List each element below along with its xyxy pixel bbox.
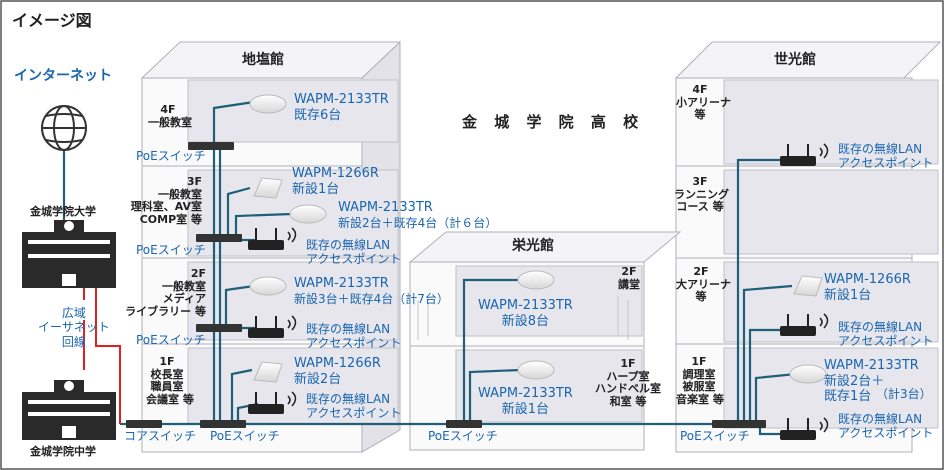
campus-title: 金 城 学 院 高 校 (462, 113, 645, 131)
eikou-name: 栄光館 (512, 238, 554, 254)
globe-icon (41, 105, 87, 151)
lan-cables (62, 100, 797, 436)
poe-switch-label-4f: PoEスイッチ (136, 149, 206, 163)
poe-switch-label-eikou: PoEスイッチ (428, 429, 498, 443)
poe-switch-label-1f: PoEスイッチ (210, 429, 280, 443)
wan-line (83, 286, 121, 424)
poe-switch-label-2f: PoEスイッチ (136, 333, 206, 347)
wan-label: 広域イーサネット回線 (38, 306, 110, 349)
core-switch-label: コアスイッチ (124, 429, 197, 443)
ceiling-aps (249, 94, 827, 384)
junior-label: 金城学院中学 (30, 445, 96, 458)
seikou-name: 世光館 (774, 52, 816, 68)
university-label: 金城学院大学 (30, 205, 96, 218)
switch-devices (126, 142, 766, 428)
internet-label: インターネット (14, 68, 112, 84)
chiengan-building (140, 40, 402, 453)
diagram-title: イメージ図 (12, 11, 92, 30)
seikou-building (674, 41, 942, 453)
eikou-building (408, 231, 682, 451)
s1-ap-total: （計3台） (876, 387, 932, 401)
existing-aps (248, 144, 816, 440)
chiengan-name: 地塩館 (242, 52, 284, 68)
wifi-signal-icons (287, 143, 829, 433)
poe-switch-label-seikou: PoEスイッチ (680, 429, 750, 443)
junior-building-icon (22, 380, 116, 440)
poe-switch-label-3f: PoEスイッチ (136, 243, 206, 257)
university-building-icon (22, 220, 116, 288)
box-aps (253, 177, 823, 383)
